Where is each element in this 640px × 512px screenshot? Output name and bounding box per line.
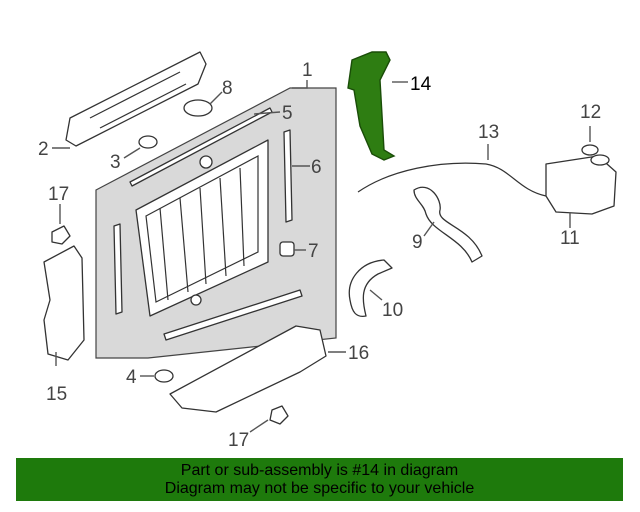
drain-plug-part-7 <box>279 241 295 257</box>
callout-10: 10 <box>382 300 403 321</box>
seal-part-6 <box>283 129 293 223</box>
callout-8: 8 <box>222 78 233 99</box>
callout-16: 16 <box>348 343 369 364</box>
callout-17-lower: 17 <box>228 430 249 451</box>
deflector-part-15 <box>43 245 85 361</box>
callout-15: 15 <box>46 384 67 405</box>
tube-part-13 <box>357 162 547 197</box>
hose-part-9 <box>413 186 483 263</box>
seal-left <box>113 223 123 315</box>
seal-bottom <box>163 289 303 341</box>
reservoir-cap-part-12 <box>581 144 599 156</box>
callout-1: 1 <box>302 60 313 81</box>
bracket-part-2 <box>65 51 207 147</box>
callout-9: 9 <box>412 232 423 253</box>
highlighted-part-14 <box>347 51 396 161</box>
clip-part-17-lower <box>269 405 289 425</box>
callout-12: 12 <box>580 102 601 123</box>
callout-14: 14 <box>410 74 432 95</box>
callout-11: 11 <box>560 228 580 249</box>
callout-3: 3 <box>110 152 121 173</box>
clip-part-17-upper <box>51 225 71 245</box>
callout-5: 5 <box>282 103 293 124</box>
radiator-cap-part-8 <box>183 99 213 117</box>
callout-13: 13 <box>478 122 499 143</box>
banner-line-1: Part or sub-assembly is #14 in diagram <box>180 461 459 479</box>
reservoir-tank-part-11 <box>545 154 617 215</box>
leader-lines <box>52 80 591 433</box>
callout-6: 6 <box>311 157 322 178</box>
air-guide-part-16 <box>169 325 327 413</box>
hose-part-10 <box>348 259 393 318</box>
banner-line-2: Diagram may not be specific to your vehi… <box>164 479 475 497</box>
callout-4: 4 <box>126 367 137 388</box>
clip-part-4 <box>154 369 174 383</box>
info-banner: Part or sub-assembly is #14 in diagram D… <box>16 458 623 501</box>
grommet-part-3 <box>138 135 158 149</box>
radiator-core <box>135 139 269 317</box>
callout-2: 2 <box>38 139 49 160</box>
callout-7: 7 <box>308 241 319 262</box>
callout-17-upper: 17 <box>48 184 69 205</box>
